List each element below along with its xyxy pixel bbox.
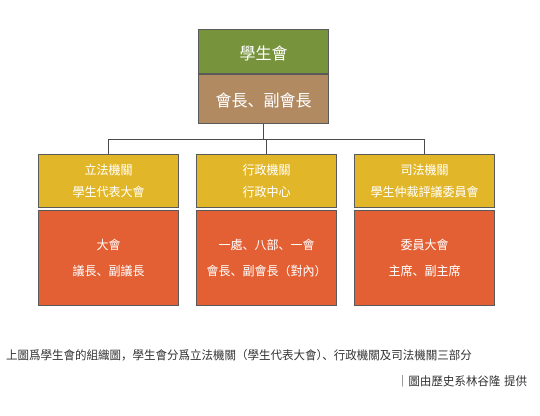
executive-body-name: 行政中心 [242,185,291,199]
connector-executive [266,139,267,154]
judicial-branch-label: 司法機關 [400,163,449,177]
judicial-detail-1: 委員大會 [400,238,449,252]
executive-detail-box: 一處、八部、一會 會長、副會長（對內） [196,210,337,306]
legislative-body-name: 學生代表大會 [72,185,145,199]
legislative-branch-label: 立法機關 [84,163,133,177]
judicial-detail-box: 委員大會 主席、副主席 [354,210,495,306]
figure-caption: 上圖爲學生會的組織圖，學生會分爲立法機關（學生代表大會）、行政機關及司法機關三部… [6,348,472,362]
connector-judicial [424,139,425,154]
connector-legislative [108,139,109,154]
executive-branch-label: 行政機關 [242,163,291,177]
judicial-head-box: 司法機關 學生仲裁評議委員會 [354,154,495,208]
executive-head-box: 行政機關 行政中心 [196,154,337,208]
judicial-body-name: 學生仲裁評議委員會 [370,185,479,199]
executive-detail-1: 一處、八部、一會 [218,238,315,252]
student-union-title: 學生會 [239,43,288,63]
leaders-box: 會長、副會長 [198,74,329,124]
legislative-detail-2: 議長、副議長 [72,264,145,278]
legislative-head-box: 立法機關 學生代表大會 [38,154,179,208]
figure-credit: ｜圖由歷史系林谷隆 提供 [396,374,527,388]
executive-detail-2: 會長、副會長（對內） [206,264,327,278]
leaders-label: 會長、副會長 [215,91,312,110]
legislative-detail-box: 大會 議長、副議長 [38,210,179,306]
student-union-box: 學生會 [198,29,329,74]
legislative-detail-1: 大會 [96,238,121,252]
connector-trunk [263,124,264,140]
judicial-detail-2: 主席、副主席 [388,264,461,278]
